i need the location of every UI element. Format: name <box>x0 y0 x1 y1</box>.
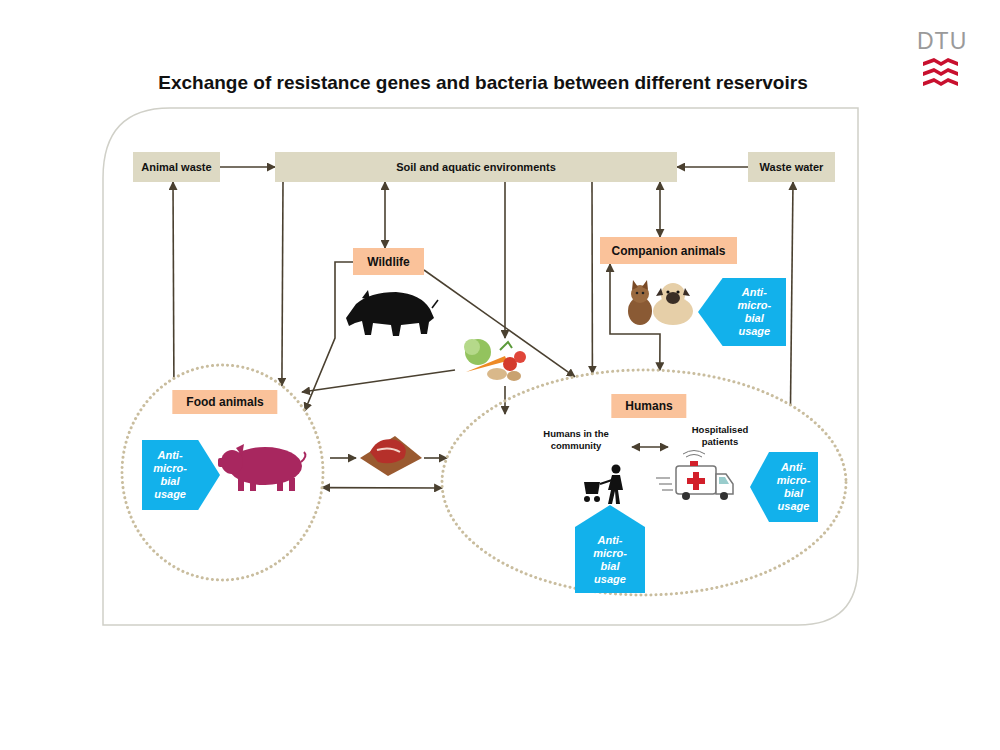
box-label: Soil and aquatic environments <box>396 161 556 173</box>
diagram-title: Exchange of resistance genes and bacteri… <box>0 72 966 94</box>
box-label: Wildlife <box>367 255 410 269</box>
flow-arrow <box>591 182 593 374</box>
reservoir-box: Wildlife <box>353 248 424 275</box>
usage-label: Anti- micro- bial usage <box>588 534 632 586</box>
woman-stroller-figure <box>584 465 623 505</box>
logo-text: DTU <box>917 28 967 55</box>
reservoir-circle: Food animalsAnti- micro- bial usage <box>120 363 325 582</box>
frame <box>103 108 858 625</box>
flow-arrow <box>302 182 505 458</box>
flow-arrow <box>632 446 668 448</box>
group-label-text: Humans in the community <box>539 428 613 452</box>
flow-arrow <box>659 182 661 237</box>
pentagon-shape <box>575 505 645 593</box>
reservoir-box: Companion animals <box>600 237 737 264</box>
flow-arrow <box>677 166 748 168</box>
pentagon-shape <box>698 278 786 346</box>
source-box: Animal waste <box>133 152 220 182</box>
flow-arrow <box>172 182 174 378</box>
boar-figure <box>346 290 438 336</box>
pig-figure <box>218 444 305 491</box>
usage-pentagon: Anti- micro- bial usage <box>750 452 818 522</box>
flow-arrow <box>610 264 660 370</box>
dotted-outline <box>122 365 323 580</box>
flow-arrow <box>305 262 353 411</box>
pentagon-shape <box>142 440 220 510</box>
environment-band: Soil and aquatic environments <box>275 152 677 182</box>
flow-arrow <box>322 487 442 489</box>
pentagon-shape <box>750 452 818 522</box>
usage-label: Anti- micro- bial usage <box>148 449 192 501</box>
pets-figure <box>628 280 693 325</box>
usage-label: Anti- micro- bial usage <box>772 461 816 513</box>
group-label: Hospitalised patients <box>668 424 772 462</box>
reservoir-circle: HumansHumans in the community Hospitalise… <box>440 368 848 597</box>
flow-arrow <box>384 182 386 248</box>
dotted-outline <box>442 370 846 595</box>
reservoir-heading: Humans <box>611 394 686 418</box>
usage-pentagon: Anti- micro- bial usage <box>698 278 786 346</box>
group-label: Humans in the community <box>520 428 632 466</box>
source-box: Waste water <box>748 152 835 182</box>
logo-mark <box>923 58 958 86</box>
flow-arrow <box>282 182 283 386</box>
usage-label: Anti- micro- bial usage <box>732 286 776 338</box>
meat-figure <box>360 436 422 476</box>
flow-arrow <box>220 166 275 168</box>
box-label: Animal waste <box>141 161 211 173</box>
reservoir-heading: Food animals <box>172 390 277 414</box>
usage-pentagon: Anti- micro- bial usage <box>575 505 645 593</box>
box-label: Waste water <box>760 161 824 173</box>
group-label-text: Hospitalised patients <box>687 424 753 448</box>
vegetables-figure <box>464 339 526 381</box>
usage-pentagon: Anti- micro- bial usage <box>142 440 220 510</box>
box-label: Companion animals <box>611 244 725 258</box>
flow-arrow <box>791 182 794 405</box>
ambulance-figure <box>656 451 733 501</box>
flow-arrow <box>424 270 575 377</box>
